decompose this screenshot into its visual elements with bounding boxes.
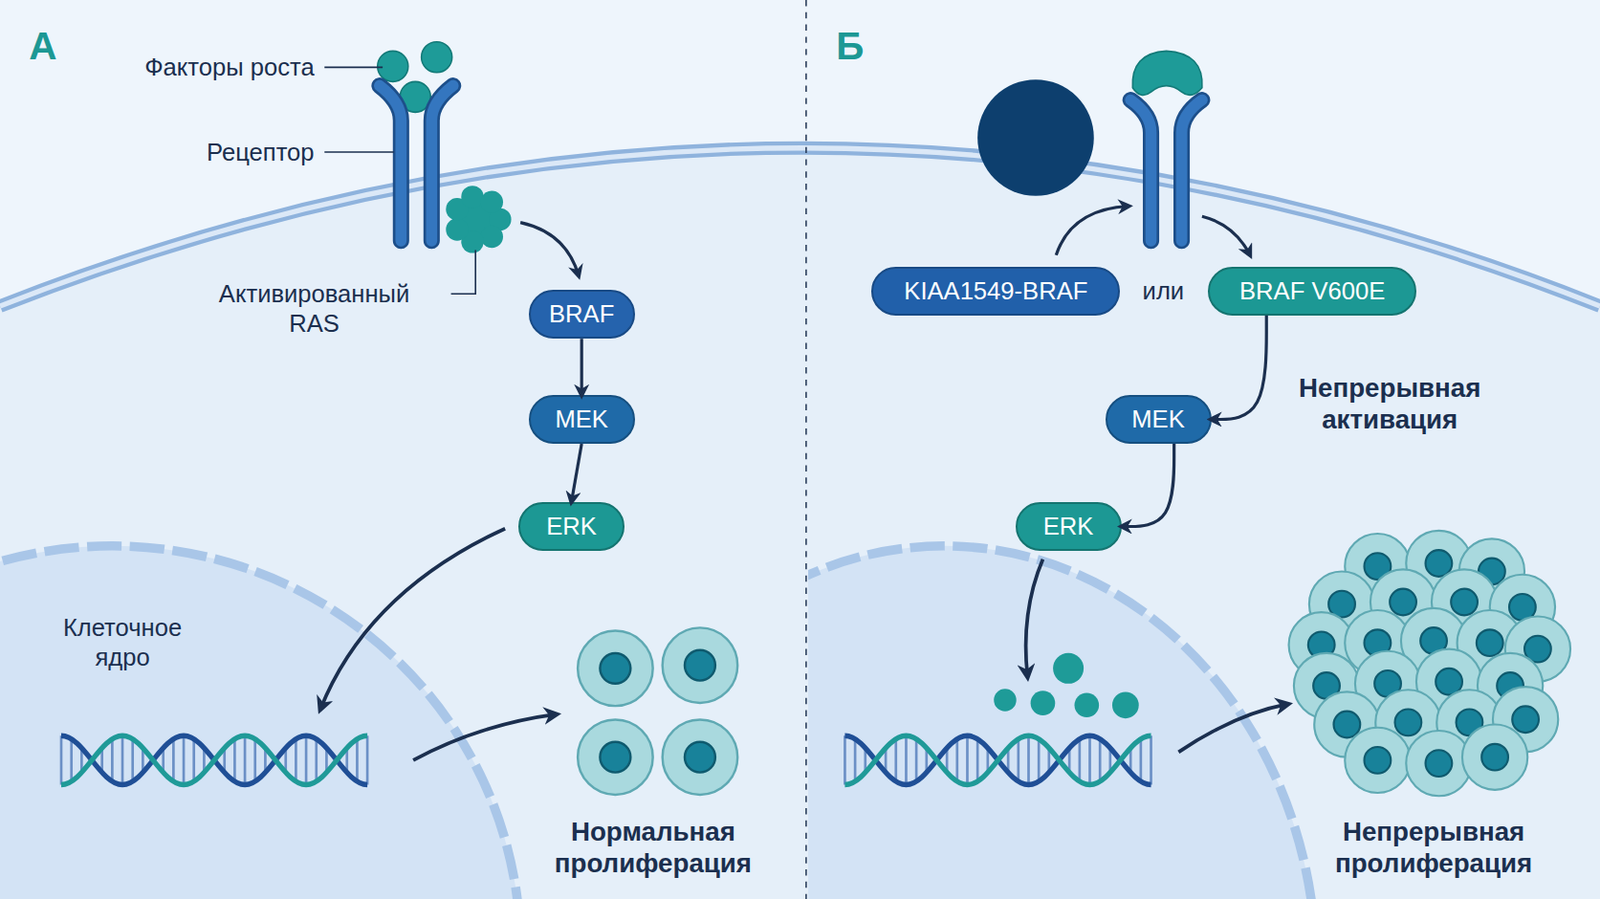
panel-letter: А <box>12 22 74 70</box>
leader-line <box>324 151 395 154</box>
node-text: BRAF V600E <box>1239 277 1385 306</box>
receptor <box>379 86 454 242</box>
mutant-pill: BRAF V600E <box>1207 266 1417 316</box>
leader-line <box>324 66 383 69</box>
fusion-pill: KIAA1549-BRAF <box>871 266 1120 316</box>
part-label: Рецептор <box>109 137 314 168</box>
panel-divider <box>805 0 808 899</box>
node-text: ERK <box>1043 512 1095 541</box>
normal-cell <box>662 719 739 795</box>
transcription-factor <box>993 688 1016 711</box>
kinase-pill: MEK <box>528 394 636 444</box>
outcome-label: Нормальная пролиферация <box>535 814 770 878</box>
growth-factor <box>377 50 409 82</box>
kinase-pill: BRAF <box>528 289 636 339</box>
growth-factor <box>421 42 453 73</box>
tumor-cell <box>1344 727 1410 793</box>
signal-arrow <box>1202 216 1250 256</box>
signal-connector <box>571 443 583 503</box>
node-text: MEK <box>1131 405 1184 434</box>
normal-cell <box>662 627 739 703</box>
ras-protein <box>445 185 511 253</box>
signal-arrow <box>520 222 579 276</box>
transcription-factor <box>1074 692 1100 718</box>
cell-interior <box>0 148 1600 899</box>
normal-cell <box>577 719 654 795</box>
dark-circle <box>977 79 1095 197</box>
transcription-factor <box>1030 690 1056 716</box>
node-text: BRAF <box>548 300 614 329</box>
part-label: Факторы роста <box>69 52 315 83</box>
nucleus <box>0 546 521 899</box>
part-label: Клеточное ядро <box>48 613 198 672</box>
tumor-cluster <box>1289 530 1571 796</box>
dna-helix <box>61 735 368 785</box>
transcription-factor <box>1112 691 1140 719</box>
signal-connector <box>580 338 584 395</box>
tumor-cell <box>1405 730 1471 796</box>
conjunction-label: или <box>1122 276 1205 307</box>
transcription-factor <box>1052 653 1084 684</box>
kinase-pill: ERK <box>518 502 625 551</box>
signal-connector <box>1121 443 1175 527</box>
part-label: Активированный RAS <box>204 280 424 339</box>
leader-line <box>451 249 477 294</box>
signal-arrow <box>1026 559 1044 678</box>
tumor-cell <box>1462 724 1528 790</box>
note-label: Непрерывная активация <box>1282 371 1497 435</box>
bound-ligand <box>1132 50 1203 95</box>
signal-arrow <box>413 714 556 761</box>
panel-letter: Б <box>819 22 881 70</box>
signal-arrow <box>1055 206 1129 256</box>
signal-arrow <box>1178 703 1288 752</box>
nucleus <box>808 546 1316 899</box>
node-text: ERK <box>546 512 597 541</box>
kinase-pill: ERK <box>1015 502 1122 551</box>
node-text: KIAA1549-BRAF <box>903 277 1088 306</box>
normal-cell <box>577 631 654 707</box>
kinase-pill: MEK <box>1105 394 1212 444</box>
receptor <box>1130 100 1203 242</box>
signal-connector <box>1211 315 1268 420</box>
nucleus-group <box>808 546 1316 899</box>
node-text: MEK <box>554 405 608 434</box>
signal-arrow <box>320 528 505 710</box>
dna-helix <box>844 735 1151 785</box>
outcome-label: Непрерывная пролиферация <box>1315 814 1551 878</box>
